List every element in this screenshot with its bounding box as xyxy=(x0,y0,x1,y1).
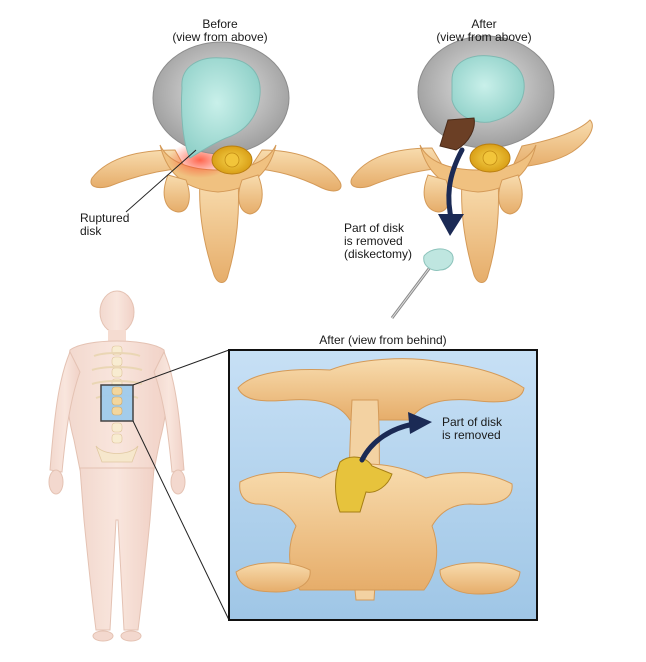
behind-title: After (view from behind) xyxy=(290,334,476,347)
inset-bottom-left-process xyxy=(235,562,311,593)
after-left-facet xyxy=(423,174,450,213)
before-right-transverse-process xyxy=(249,149,342,192)
after-removed-disk-region xyxy=(439,117,475,151)
before-title: Before (view from above) xyxy=(160,18,280,44)
removal-arrow-head xyxy=(438,214,464,236)
before-spinous-process xyxy=(199,179,239,283)
after-title: After (view from above) xyxy=(424,18,544,44)
diskectomy-line2: is removed xyxy=(344,234,403,248)
before-right-facet xyxy=(238,174,263,215)
ruptured-disk-line1: Ruptured xyxy=(80,211,130,225)
inset-upper-vertebra xyxy=(237,358,525,421)
ruptured-disk-label: Ruptured disk xyxy=(80,212,129,238)
inset-removal-arrow-head xyxy=(408,412,432,434)
diskectomy-label: Part of disk is removed (diskectomy) xyxy=(344,222,412,261)
after-title-line2: (view from above) xyxy=(436,30,532,44)
before-left-transverse-process xyxy=(90,149,186,189)
human-body-back-view xyxy=(48,290,186,642)
inset-removed-area xyxy=(335,456,393,513)
ruptured-disk-pointer xyxy=(125,149,197,213)
inset-removal-arrow-curve xyxy=(359,421,417,463)
before-disk-nucleus xyxy=(181,57,261,159)
diskectomy-line3: (diskectomy) xyxy=(344,247,413,261)
diskectomy-line1: Part of disk xyxy=(344,221,405,235)
inset-bottom-right-process xyxy=(439,562,521,595)
inset-leader-top xyxy=(132,349,230,386)
after-left-transverse-process xyxy=(350,147,445,189)
inset-removed-line1: Part of disk xyxy=(442,415,503,429)
ruptured-disk-line2: disk xyxy=(80,224,102,238)
before-title-line1: Before xyxy=(202,17,238,31)
after-vertebra xyxy=(350,35,593,283)
inset-removed-line2: is removed xyxy=(442,428,501,442)
before-left-facet xyxy=(163,174,190,213)
inset-leader-bottom xyxy=(132,420,230,621)
after-title-line1: After xyxy=(471,17,497,31)
after-right-facet xyxy=(498,174,523,215)
behind-title-text: After (view from behind) xyxy=(319,333,447,347)
removed-disk-fragment xyxy=(423,248,454,271)
before-vertebra xyxy=(90,41,342,283)
inset-removed-label: Part of disk is removed xyxy=(442,416,502,442)
inset-panel xyxy=(228,349,538,621)
before-title-line2: (view from above) xyxy=(172,30,268,44)
after-spinous-process xyxy=(461,179,499,283)
